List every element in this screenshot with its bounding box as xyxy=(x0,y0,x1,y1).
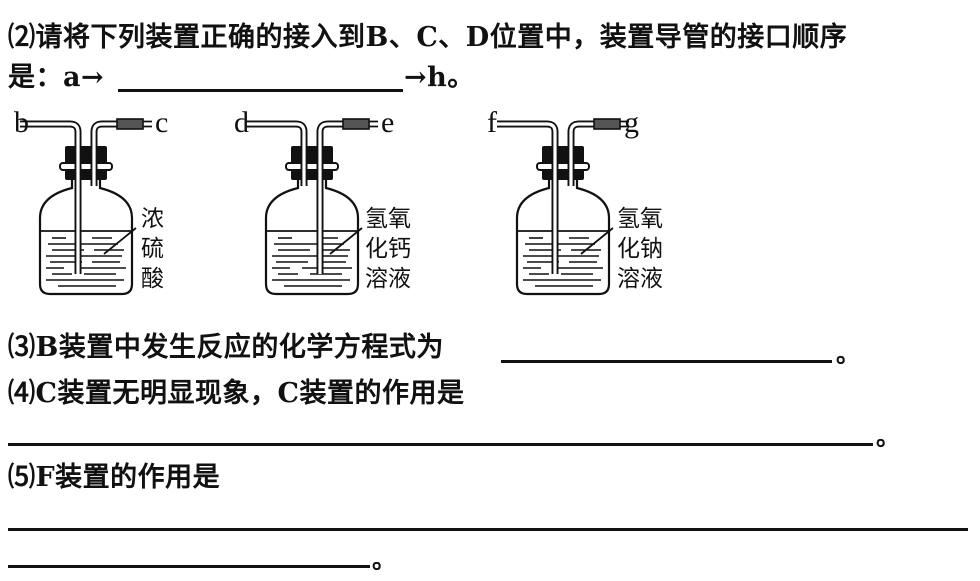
reagent-label-3: 氢氧 化钠 溶液 xyxy=(617,204,663,294)
reagent-text: 化钠 xyxy=(617,236,663,262)
answer-blank-q2[interactable] xyxy=(118,89,403,92)
bottle-concentrated-sulfuric-acid xyxy=(20,119,152,296)
answer-blank-q4[interactable] xyxy=(8,443,873,446)
port-label-d: d xyxy=(234,106,249,139)
answer-blank-q5-line-1[interactable] xyxy=(8,528,968,531)
reagent-label-1: 浓 硫 酸 xyxy=(141,204,164,294)
question-5-text: ⑸F装置的作用是 xyxy=(8,462,221,493)
answer-blank-q5-line-2[interactable] xyxy=(8,565,370,568)
question-2-line-1: ⑵请将下列装置正确的接入到B、C、D位置中，装置导管的接口顺序 xyxy=(8,22,848,53)
question-3-period: 。 xyxy=(836,339,860,368)
reagent-text: 氢氧 xyxy=(365,206,411,232)
question-2-line-2: 是：a→ xyxy=(8,62,104,94)
port-label-g: g xyxy=(624,106,639,139)
reagent-text: 酸 xyxy=(141,266,164,292)
bottle-calcium-hydroxide xyxy=(246,119,378,296)
question-4-period: 。 xyxy=(876,422,900,451)
reagent-text: 硫 xyxy=(141,236,164,262)
port-label-b: b xyxy=(14,106,29,139)
question-3-text: ⑶B装置中发生反应的化学方程式为 xyxy=(8,332,444,363)
reagent-text: 浓 xyxy=(141,206,164,232)
reagent-text: 溶液 xyxy=(617,266,663,292)
question-4-text: ⑷C装置无明显现象，C装置的作用是 xyxy=(8,378,465,409)
port-label-f: f xyxy=(487,106,497,139)
question-5-period: 。 xyxy=(372,545,396,574)
reagent-text: 氢氧 xyxy=(617,206,663,232)
question-2-suffix: →h。 xyxy=(404,62,475,93)
question-2-prefix: 是：a→ xyxy=(8,62,105,93)
reagent-text: 溶液 xyxy=(365,266,411,292)
answer-blank-q3[interactable] xyxy=(501,360,832,363)
reagent-label-2: 氢氧 化钙 溶液 xyxy=(365,204,411,294)
port-label-c: c xyxy=(155,106,169,139)
port-label-e: e xyxy=(381,106,395,139)
bottle-sodium-hydroxide xyxy=(497,119,629,296)
reagent-text: 化钙 xyxy=(365,236,411,262)
